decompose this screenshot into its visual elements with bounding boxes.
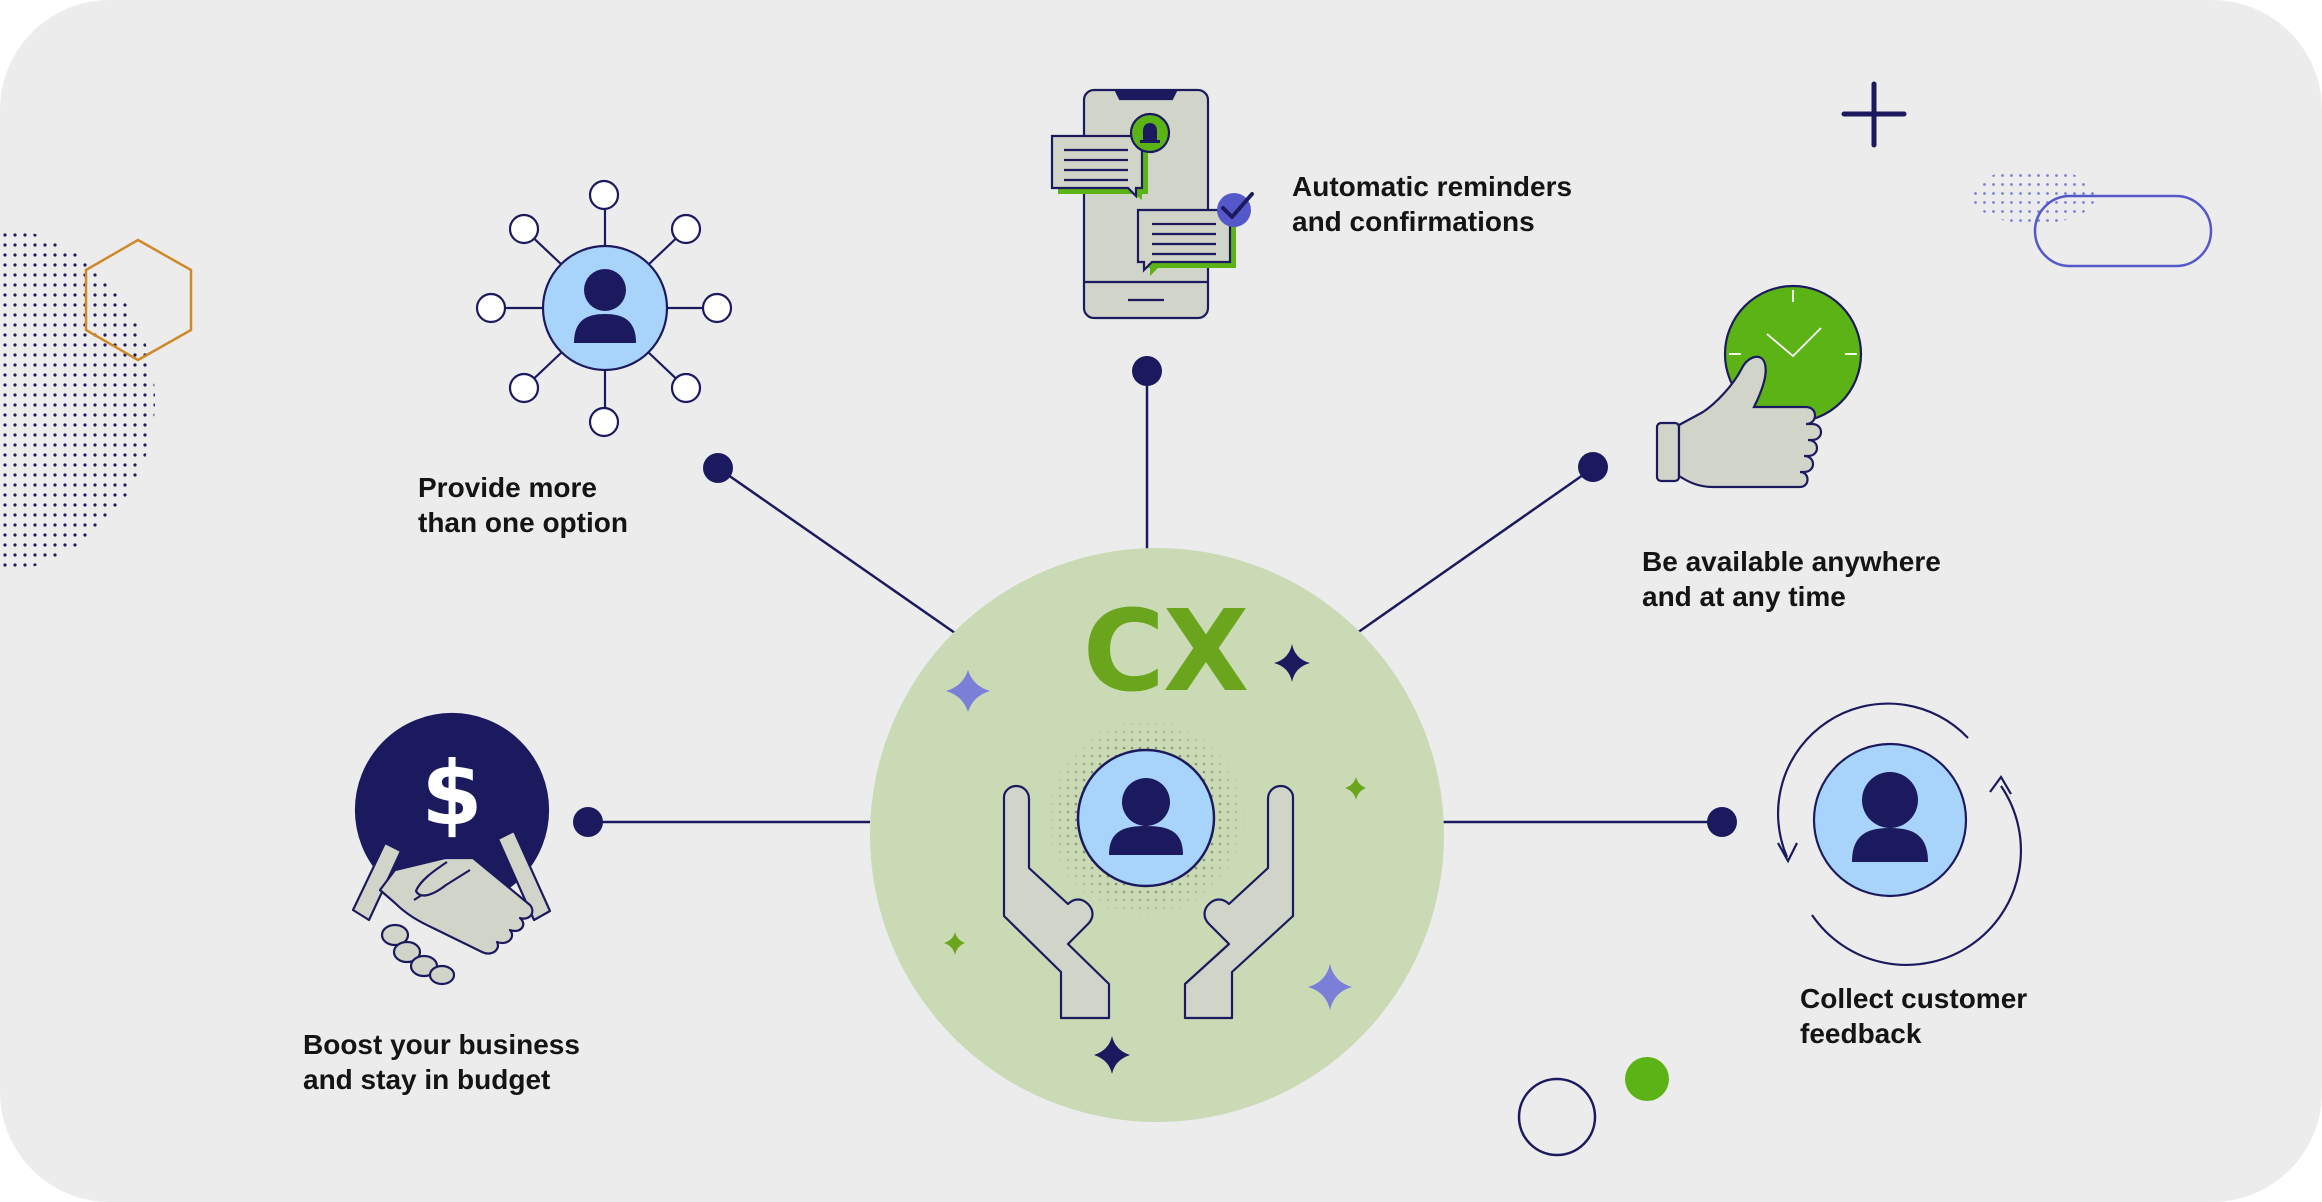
benefit-line: and at any time (1642, 581, 1846, 612)
refresh-person-icon (1776, 702, 2023, 966)
plus-decoration (1841, 81, 1907, 148)
dollar-symbol: $ (421, 742, 483, 845)
benefit-line: feedback (1800, 1018, 1922, 1049)
center-avatar (1076, 748, 1216, 888)
benefit-label-reminders: Automatic reminders and confirmations (1292, 169, 1572, 239)
benefit-line: and confirmations (1292, 206, 1535, 237)
hexagon-decoration (84, 238, 193, 362)
benefit-line: and stay in budget (303, 1064, 551, 1095)
dot-pattern-top-right (1972, 168, 2096, 224)
thumbs-up-clock-icon (1655, 284, 1863, 489)
network-person-icon (475, 179, 733, 438)
benefit-label-options: Provide more than one option (418, 470, 628, 540)
benefit-line: Be available anywhere (1642, 546, 1941, 577)
green-dot-decoration (1625, 1057, 1669, 1101)
caring-hands-icon (1002, 784, 1295, 1020)
circle-outline-decoration (1517, 1077, 1597, 1157)
cx-title: CX (1082, 587, 1250, 717)
benefit-label-availability: Be available anywhere and at any time (1642, 544, 1941, 614)
benefit-line: Boost your business (303, 1029, 580, 1060)
pill-outline-decoration (2033, 194, 2213, 268)
benefit-line: Automatic reminders (1292, 171, 1573, 202)
bell-icon (1129, 112, 1171, 154)
benefit-line: Provide more (418, 472, 597, 503)
dot-pattern-left (0, 226, 155, 574)
benefit-line: Collect customer (1800, 983, 2028, 1014)
handshake-dollar-icon (351, 712, 552, 986)
benefit-label-budget: Boost your business and stay in budget (303, 1027, 580, 1097)
sparkle-icon (944, 644, 1366, 1074)
phone-notification-icon (1050, 88, 1236, 320)
benefit-label-feedback: Collect customer feedback (1800, 981, 2027, 1051)
connector-dots (573, 356, 1737, 837)
check-icon (1217, 192, 1254, 227)
connectors (588, 371, 1722, 824)
benefit-line: than one option (418, 507, 628, 538)
